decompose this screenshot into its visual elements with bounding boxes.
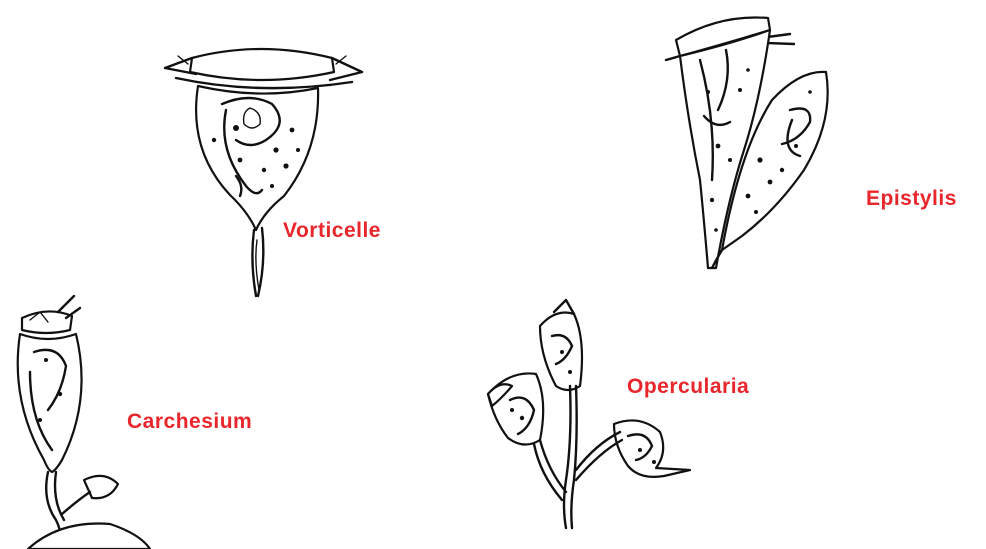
label-epistylis: Epistylis: [866, 187, 957, 211]
label-carchesium: Carchesium: [127, 410, 252, 434]
epistylis-illustration: [666, 17, 828, 268]
label-opercularia: Opercularia: [627, 375, 749, 399]
opercularia-illustration: [488, 300, 690, 528]
label-vorticelle: Vorticelle: [283, 219, 381, 243]
vorticelle-illustration: [165, 49, 362, 296]
